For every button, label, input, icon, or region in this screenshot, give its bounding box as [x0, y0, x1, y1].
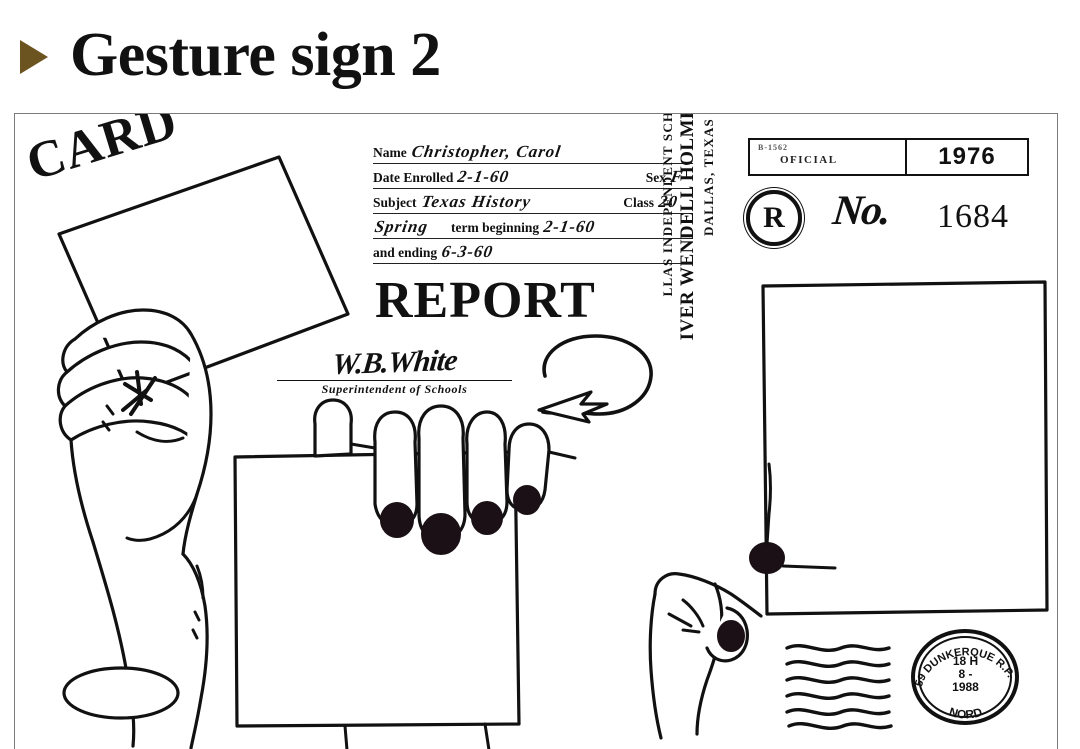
- postmark-date-block: 18 H 8 - 1988: [912, 629, 1019, 725]
- school-stamp-text: LLAS INDEPENDENT SCHOOL DI IVER WENDELL …: [660, 113, 730, 342]
- form-label-class: Class: [623, 195, 654, 210]
- report-card-form: Name Christopher, Carol Date Enrolled 2-…: [373, 141, 693, 266]
- form-value-date-enrolled: 2-1-60: [456, 167, 512, 186]
- form-row-subject: Subject Texas History Class 20: [373, 191, 693, 214]
- form-value-ending: 6-3-60: [440, 242, 495, 261]
- official-left-cell: B-1562 OFICIAL: [750, 140, 907, 174]
- right-envelope-shape: [761, 280, 1049, 616]
- signature-block: W.B.White Superintendent of Schools: [277, 344, 512, 397]
- official-year: 1976: [938, 143, 996, 170]
- official-code: B-1562: [758, 143, 788, 152]
- form-label-sex: Sex: [645, 170, 666, 185]
- school-line-1: LLAS INDEPENDENT SCHOOL DI: [660, 113, 675, 297]
- postmark-bottom-text: NORD: [947, 705, 984, 722]
- figure-panel: 59 DUNKERQUE R.P. NORD CARD REPORT 425 N…: [14, 113, 1058, 749]
- school-line-2: IVER WENDELL HOLMES JUNIOR: [677, 113, 698, 341]
- form-label-name: Name: [373, 145, 407, 160]
- postmark-date-line-1: 18 H: [952, 654, 979, 668]
- form-value-term-season: Spring: [373, 217, 430, 236]
- number-prefix-script: No.: [830, 188, 892, 234]
- oval-number-shape: [62, 666, 180, 720]
- signature-name: W.B.White: [330, 343, 459, 382]
- slide-header: Gesture sign 2: [0, 0, 1080, 110]
- official-stamp-box: B-1562 OFICIAL 1976: [748, 138, 1029, 176]
- form-label-term-beginning: term beginning: [451, 220, 540, 235]
- form-row-name: Name Christopher, Carol: [373, 141, 693, 164]
- postmark-date-line-2: 8 -: [958, 667, 973, 681]
- school-line-3: DALLAS, TEXAS: [701, 118, 716, 236]
- triangle-right-icon: [20, 40, 48, 74]
- form-label-ending: and ending: [373, 245, 438, 260]
- form-label-subject: Subject: [373, 195, 417, 210]
- postmark-circle: [911, 629, 1019, 725]
- registration-number: 1684: [937, 198, 1009, 235]
- official-word: OFICIAL: [780, 154, 838, 166]
- form-row-date-enrolled: Date Enrolled 2-1-60 Sex F: [373, 166, 693, 189]
- signature-role: Superintendent of Schools: [321, 382, 468, 396]
- line-art-illustration: 59 DUNKERQUE R.P. NORD: [15, 114, 1057, 749]
- form-label-date-enrolled: Date Enrolled: [373, 170, 454, 185]
- form-value-name: Christopher, Carol: [410, 142, 563, 161]
- page-title: Gesture sign 2: [70, 21, 441, 89]
- form-row-ending: and ending 6-3-60: [373, 241, 693, 264]
- form-row-term: Spring term beginning 2-1-60: [373, 216, 693, 239]
- report-word-label: REPORT: [375, 272, 596, 329]
- right-hand-pinch: [648, 462, 837, 740]
- speech-bubble-icon: [537, 334, 653, 424]
- cancellation-waves: [785, 644, 893, 730]
- postmark-date-line-3: 1988: [952, 680, 979, 694]
- signature-rule: [277, 380, 512, 381]
- postmark-date: 18 H 8 - 1988: [912, 655, 1019, 694]
- center-hand-fingers: [313, 398, 577, 555]
- form-value-subject: Texas History: [419, 192, 533, 211]
- left-hand-fist: [56, 308, 213, 749]
- registered-r-icon: R: [746, 190, 802, 246]
